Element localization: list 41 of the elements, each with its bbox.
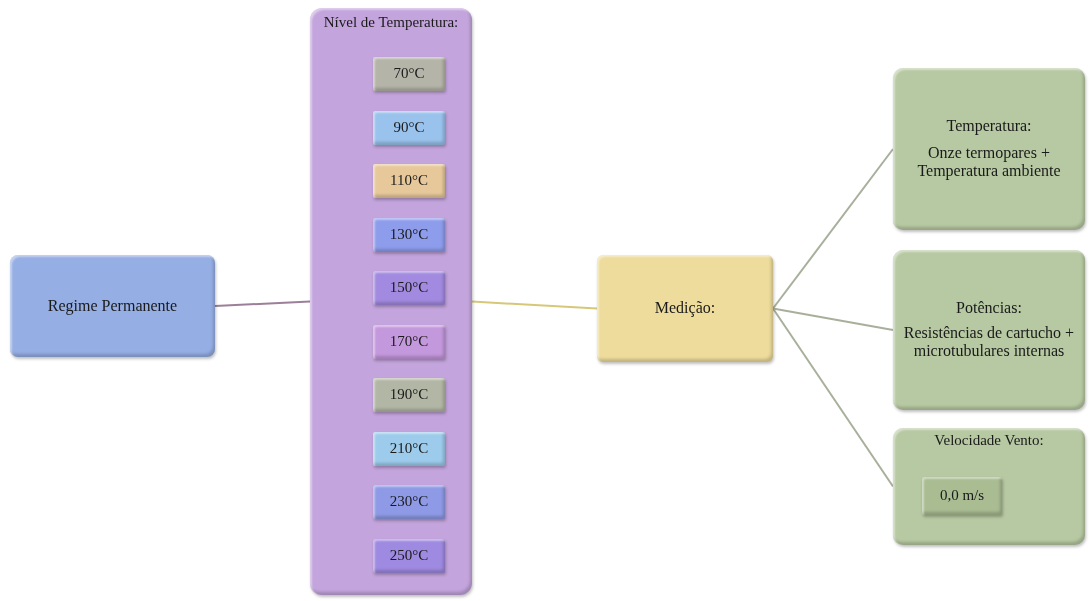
connector-line — [772, 307, 894, 488]
node-title: 210°C — [389, 439, 429, 458]
node-box — [597, 255, 773, 362]
node-title: 150°C — [389, 279, 429, 297]
node-title: Medição: — [654, 299, 716, 318]
node-title: Potências: — [956, 299, 1022, 318]
node-title: 90°C — [393, 118, 425, 137]
node-title: 170°C — [389, 332, 429, 351]
node-title: 110°C — [390, 172, 428, 190]
temperature-chip — [373, 485, 445, 519]
node-title: 130°C — [389, 225, 429, 244]
node-title: 0,0 m/s — [939, 487, 985, 505]
node-body: Resistências de cartucho + microtubulares internas — [902, 323, 1076, 361]
temperature-chip — [373, 57, 445, 91]
node-title: 250°C — [389, 546, 429, 565]
temperature-chip — [373, 217, 445, 252]
temperature-chip — [373, 378, 445, 412]
temperature-chip — [373, 538, 445, 573]
temperature-chip — [373, 271, 445, 305]
node-title: Regime Permanente — [47, 296, 178, 316]
node-box — [893, 428, 1085, 545]
temperature-chip — [373, 431, 445, 466]
temperature-chip — [373, 324, 445, 359]
node-title: 70°C — [393, 65, 425, 83]
node-title: 230°C — [389, 493, 429, 511]
node-title: Velocidade Vento: — [934, 432, 1044, 450]
value-chip — [922, 477, 1002, 515]
node-title: Nível de Temperatura: — [323, 14, 459, 32]
connector-line — [772, 148, 894, 310]
node-title: 190°C — [389, 386, 429, 404]
node-box — [310, 8, 472, 595]
connector-line — [214, 300, 311, 307]
node-box — [10, 255, 215, 357]
connector-line — [471, 300, 598, 310]
node-box — [893, 250, 1085, 410]
node-title: Temperatura: — [946, 117, 1032, 136]
connector-line — [772, 307, 894, 331]
node-body: Onze termopares + Temperatura ambiente — [916, 143, 1062, 181]
node-box — [893, 68, 1085, 230]
temperature-chip — [373, 110, 445, 145]
temperature-chip — [373, 164, 445, 198]
